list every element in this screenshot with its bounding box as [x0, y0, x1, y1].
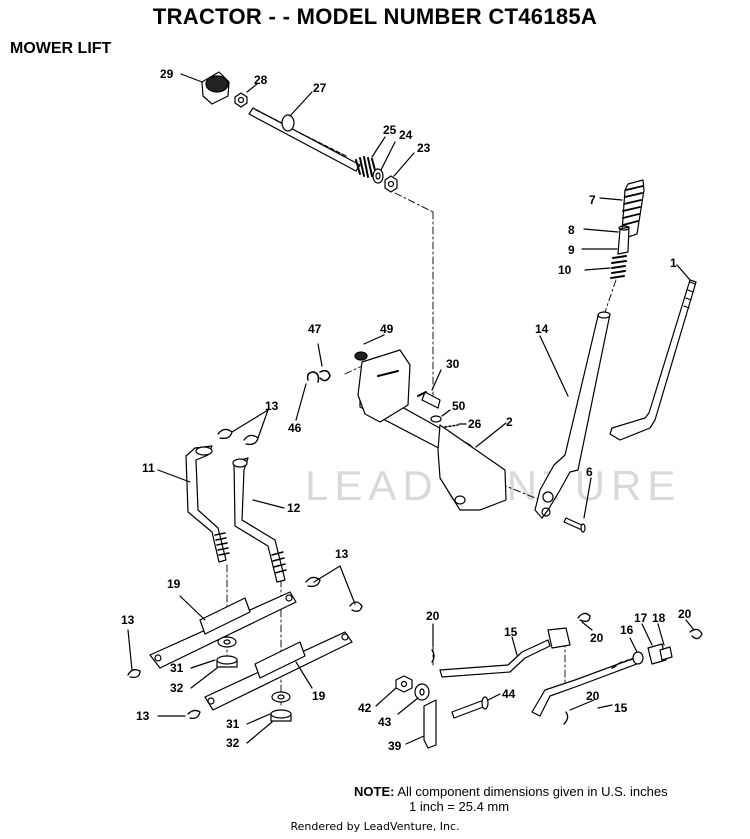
callout-14: 14 [535, 322, 549, 336]
part-43-washer [397, 683, 430, 715]
callout-50: 50 [452, 399, 466, 413]
part-1-lift-rod [609, 264, 697, 441]
part-11-lift-link [157, 445, 230, 563]
page-title: TRACTOR - - MODEL NUMBER CT46185A [152, 4, 598, 29]
callout-44: 44 [502, 687, 516, 701]
part-49-bracket [354, 334, 411, 423]
part-13-clips-right [305, 565, 363, 612]
callout-24: 24 [399, 128, 413, 142]
callout-28: 28 [254, 73, 268, 87]
part-19-lift-arm-lower [204, 631, 353, 711]
part-44-bolt [451, 693, 501, 719]
callout-47: 47 [308, 322, 322, 336]
callout-18: 18 [652, 611, 666, 625]
callout-32-lower: 32 [226, 736, 240, 750]
callout-30: 30 [446, 357, 460, 371]
callout-31-upper: 31 [170, 661, 184, 675]
callout-20-mid: 20 [590, 631, 604, 645]
callout-15-lower: 15 [614, 701, 628, 715]
part-14-lift-handle [534, 311, 611, 519]
callout-13-top: 13 [265, 399, 279, 413]
part-28-nut [234, 83, 258, 108]
callout-49: 49 [380, 322, 394, 336]
part-8-9-sleeve [581, 225, 630, 255]
part-42-nut [375, 675, 413, 707]
callout-20-bottom: 20 [586, 689, 600, 703]
dimension-note: NOTE: All component dimensions given in … [354, 784, 668, 814]
part-13-clips-bottom [127, 629, 201, 720]
callout-11: 11 [142, 461, 155, 475]
callout-42: 42 [358, 701, 372, 715]
callout-26: 26 [468, 417, 482, 431]
part-29-knob [180, 71, 230, 105]
callout-7: 7 [589, 193, 596, 207]
callout-29: 29 [160, 67, 174, 81]
callout-8: 8 [568, 223, 575, 237]
footer-credit: Rendered by LeadVenture, Inc. [290, 820, 460, 833]
callout-15-upper: 15 [504, 625, 518, 639]
callout-23: 23 [417, 141, 431, 155]
callout-43: 43 [378, 715, 392, 729]
callout-10: 10 [558, 263, 572, 277]
callout-9: 9 [568, 243, 575, 257]
part-24-washer [372, 141, 396, 184]
part-12-lift-link [232, 457, 287, 583]
part-20-clips [431, 612, 703, 725]
part-50-nut [430, 409, 451, 423]
section-heading: MOWER LIFT [10, 40, 112, 57]
callout-13-right: 13 [335, 547, 349, 561]
part-6-bolt [563, 477, 592, 533]
part-25-spring [355, 136, 386, 178]
callout-27: 27 [313, 81, 327, 95]
callout-39: 39 [388, 739, 402, 753]
note-label: NOTE: [354, 784, 395, 799]
part-31-32-washers-upper [190, 636, 238, 689]
callout-labels: 29 28 27 25 24 23 7 8 9 10 1 14 47 49 30… [121, 67, 692, 753]
part-30-bolt [417, 369, 442, 409]
callout-20-left: 20 [426, 609, 440, 623]
part-27-threaded-rod [248, 91, 361, 172]
callout-32-upper: 32 [170, 681, 184, 695]
callout-1: 1 [670, 256, 677, 270]
callout-12: 12 [287, 501, 301, 515]
part-15-link-rod-upper [439, 627, 571, 678]
part-16-17-18-trunnion [629, 623, 673, 665]
part-39-bracket [405, 699, 437, 749]
part-31-32-washers-lower [246, 691, 292, 744]
callout-25: 25 [383, 123, 397, 137]
part-7-hand-grip [599, 179, 645, 238]
callout-2: 2 [506, 415, 513, 429]
part-19-lift-arm-upper [149, 591, 297, 669]
note-line-2: 1 inch = 25.4 mm [409, 799, 510, 814]
callout-19-lower: 19 [312, 689, 326, 703]
callout-13-left: 13 [121, 613, 135, 627]
callout-20-right: 20 [678, 607, 692, 621]
callout-6: 6 [586, 465, 593, 479]
callout-19-upper: 19 [167, 577, 181, 591]
callout-13-bottom: 13 [136, 709, 150, 723]
part-47-clip [317, 343, 331, 382]
part-26-pin [444, 423, 467, 428]
part-46-clip [295, 371, 320, 421]
part-23-nut [384, 152, 415, 193]
callout-31-lower: 31 [226, 717, 240, 731]
note-line-1: All component dimensions given in U.S. i… [397, 784, 668, 799]
part-13-clips-top [217, 409, 269, 446]
part-10-spring [584, 255, 627, 279]
callout-17: 17 [634, 611, 648, 625]
callout-46: 46 [288, 421, 302, 435]
callout-16: 16 [620, 623, 634, 637]
